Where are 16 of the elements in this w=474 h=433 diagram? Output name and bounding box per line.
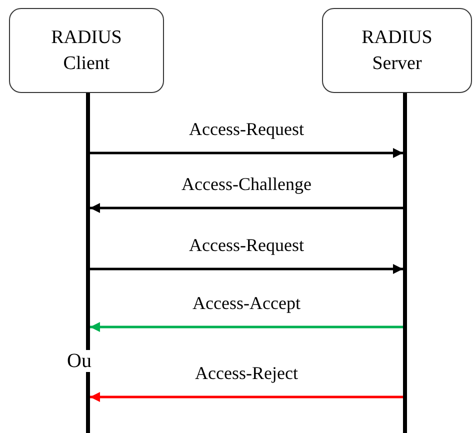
- lifeline: [403, 93, 407, 433]
- message-arrow: [90, 203, 403, 213]
- message-arrow: [90, 264, 403, 274]
- entity-label: RADIUS Server: [360, 26, 434, 76]
- message-arrow: [90, 392, 403, 402]
- message-label: Access-Request: [189, 120, 304, 140]
- message-label: Access-Challenge: [182, 175, 312, 195]
- message-label: Access-Accept: [192, 294, 300, 314]
- entity-box: [322, 8, 472, 93]
- entity-label: RADIUS Client: [50, 26, 123, 76]
- message-label: Access-Reject: [195, 364, 298, 384]
- message-arrow: [90, 322, 403, 332]
- note-label: Ou: [67, 350, 92, 372]
- message-label: Access-Request: [189, 236, 304, 256]
- message-arrow: [90, 148, 403, 158]
- entity-box: [9, 8, 164, 93]
